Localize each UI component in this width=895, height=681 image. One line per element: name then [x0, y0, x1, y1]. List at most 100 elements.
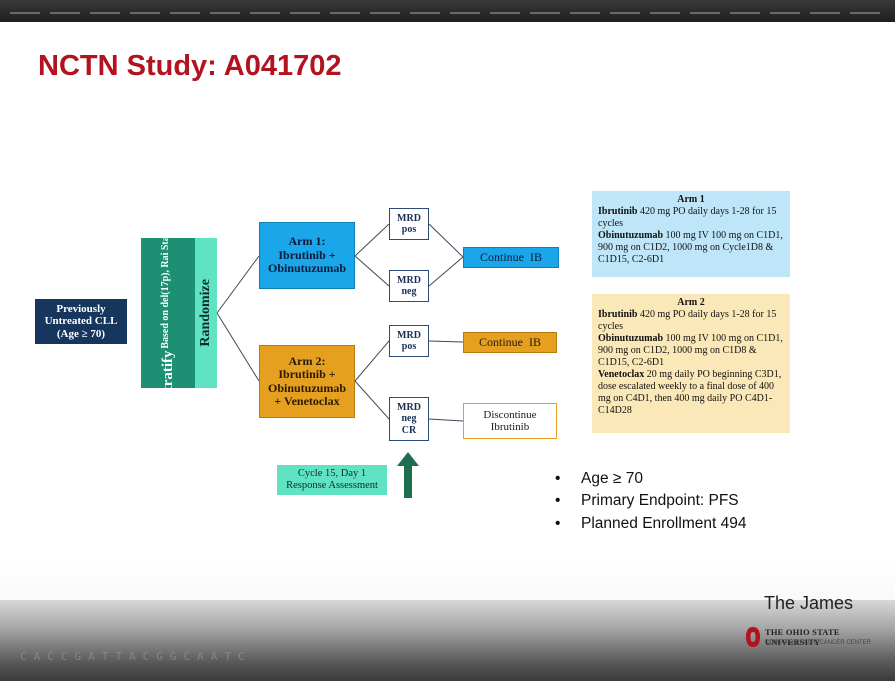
cycle-line: Response Assessment — [286, 480, 378, 491]
discontinue-ibrutinib-box: Discontinue Ibrutinib — [463, 403, 557, 439]
mrd-line: CR — [401, 424, 417, 436]
arm2-line: Ibrutinib + — [278, 367, 336, 382]
banner-tick — [90, 12, 120, 14]
drug-name: Ibrutinib — [598, 206, 638, 217]
banner-tick — [170, 12, 200, 14]
drug-name: Obinutuzumab — [598, 230, 664, 241]
patient-line: Previously — [56, 303, 106, 316]
mrd-line: pos — [401, 341, 417, 352]
banner-tick — [210, 12, 240, 14]
banner-tick — [610, 12, 640, 14]
continue-ib-arm2-box: Continue IB — [463, 332, 557, 353]
connector-arm2-mrd3 — [354, 340, 390, 382]
dose-text: 100 mg IV 100 mg on C1D1, 900 mg on C1D2… — [598, 333, 783, 368]
banner-tick — [730, 12, 760, 14]
banner-tick — [10, 12, 40, 14]
stratify-sub-line: Based on del(17p), — [159, 269, 171, 349]
response-assessment-box: Cycle 15, Day 1 Response Assessment — [277, 465, 387, 495]
connector-mrd1-cont1 — [428, 223, 464, 258]
mrd-pos-arm1-box: MRD pos — [389, 208, 429, 240]
mrd-line: pos — [401, 224, 417, 235]
cycle-line: Cycle 15, Day 1 — [297, 468, 367, 480]
mrd-neg-cr-arm2-box: MRD neg CR — [389, 397, 429, 441]
drug-name: Ibrutinib — [598, 309, 638, 320]
banner-tick — [570, 12, 600, 14]
continue-ib-arm1-box: Continue IB — [463, 247, 559, 268]
banner-tick — [490, 12, 520, 14]
bottom-decoration: CACCGATTACGGCAATC — [0, 600, 895, 681]
banner-tick — [130, 12, 160, 14]
connector-randomize-arm1 — [216, 255, 260, 314]
mrd-line: MRD — [397, 274, 421, 286]
patient-population-box: Previously Untreated CLL (Age ≥ 70) — [35, 299, 127, 344]
arrow-up-icon — [397, 452, 419, 498]
connector-mrd2-cont1 — [428, 256, 464, 287]
dose-text: 20 mg daily PO beginning C3D1, dose esca… — [598, 369, 782, 416]
connector-mrd4-disc — [428, 418, 464, 422]
discontinue-line: Discontinue — [483, 408, 537, 421]
arm2-line: Arm 2: — [288, 353, 326, 368]
arm2-detail-line: Venetoclax 20 mg daily PO beginning C3D1… — [598, 369, 784, 417]
arm1-box: Arm 1: Ibrutinib + Obinutuzumab — [259, 222, 355, 289]
arm1-detail-line: Ibrutinib 420 mg PO daily days 1-28 for … — [598, 206, 784, 230]
arm2-line: Obinutuzumab — [267, 380, 347, 395]
dose-text: 420 mg PO daily days 1-28 for 15 cycles — [598, 206, 777, 229]
connector-arm2-mrd4 — [354, 380, 390, 420]
patient-line: (Age ≥ 70) — [56, 327, 106, 340]
mrd-line: MRD — [397, 212, 421, 224]
arm2-box: Arm 2: Ibrutinib + Obinutuzumab + Veneto… — [259, 345, 355, 418]
osu-logo-icon — [746, 627, 760, 647]
bullet-item: Primary Endpoint: PFS — [555, 490, 755, 513]
arm2-detail-panel: Arm 2 Ibrutinib 420 mg PO daily days 1-2… — [592, 294, 790, 433]
stratify-sub-line: Rai Stage — [159, 226, 171, 268]
arm2-detail-line: Obinutuzumab 100 mg IV 100 mg on C1D1, 9… — [598, 333, 784, 369]
arm2-detail-header: Arm 2 — [677, 297, 705, 308]
banner-tick — [50, 12, 80, 14]
arm1-detail-header: Arm 1 — [677, 194, 705, 205]
brand-name: The James — [764, 593, 854, 613]
slide-title: NCTN Study: A041702 — [38, 50, 342, 82]
arm1-line: Ibrutinib + — [278, 247, 336, 262]
key-points-list: Age ≥ 70 Primary Endpoint: PFS Planned E… — [555, 468, 755, 536]
dose-text: 420 mg PO daily days 1-28 for 15 cycles — [598, 309, 777, 332]
arm1-line: Obinutuzumab — [267, 261, 347, 276]
mrd-line: MRD — [397, 329, 421, 341]
randomize-box: Randomize — [195, 238, 217, 388]
discontinue-line: Ibrutinib — [490, 421, 530, 433]
banner-tick — [290, 12, 320, 14]
drug-name: Obinutuzumab — [598, 333, 664, 344]
stratify-label: Stratify — [159, 350, 176, 400]
mrd-line: neg — [401, 413, 417, 425]
banner-tick — [410, 12, 440, 14]
stratify-box: Stratify Based on del(17p), Rai Stage — [141, 227, 195, 399]
connector-mrd3-cont2 — [428, 340, 464, 343]
banner-tick — [330, 12, 360, 14]
banner-tick — [690, 12, 720, 14]
patient-line: Untreated CLL — [44, 315, 118, 328]
connector-arm1-mrd2 — [354, 255, 390, 287]
continue-ib-label: Continue IB — [479, 334, 541, 349]
continue-ib-label: Continue IB — [480, 249, 542, 264]
arm1-detail-panel: Arm 1 Ibrutinib 420 mg PO daily days 1-2… — [592, 191, 790, 277]
randomize-label: Randomize — [198, 279, 214, 347]
connector-arm1-mrd1 — [354, 223, 390, 257]
banner-tick — [650, 12, 680, 14]
university-name: The Ohio State University — [765, 627, 840, 647]
bullet-item: Planned Enrollment 494 — [555, 513, 755, 536]
mrd-line: neg — [401, 286, 417, 297]
drug-name: Venetoclax — [598, 369, 645, 380]
banner-tick — [530, 12, 560, 14]
banner-tick — [450, 12, 480, 14]
connector-randomize-arm2 — [216, 312, 260, 382]
dose-text: 100 mg IV 100 mg on C1D1, 900 mg on C1D2… — [598, 230, 783, 265]
banner-tick — [850, 12, 880, 14]
dna-sequence-decoration: CACCGATTACGGCAATC — [20, 650, 252, 663]
cancer-center-name: COMPREHENSIVE CANCER CENTER — [765, 640, 872, 646]
top-banner — [0, 0, 895, 22]
banner-tick — [370, 12, 400, 14]
bullet-item: Age ≥ 70 — [555, 468, 755, 491]
banner-tick — [770, 12, 800, 14]
arm2-detail-line: Ibrutinib 420 mg PO daily days 1-28 for … — [598, 309, 784, 333]
banner-tick — [810, 12, 840, 14]
